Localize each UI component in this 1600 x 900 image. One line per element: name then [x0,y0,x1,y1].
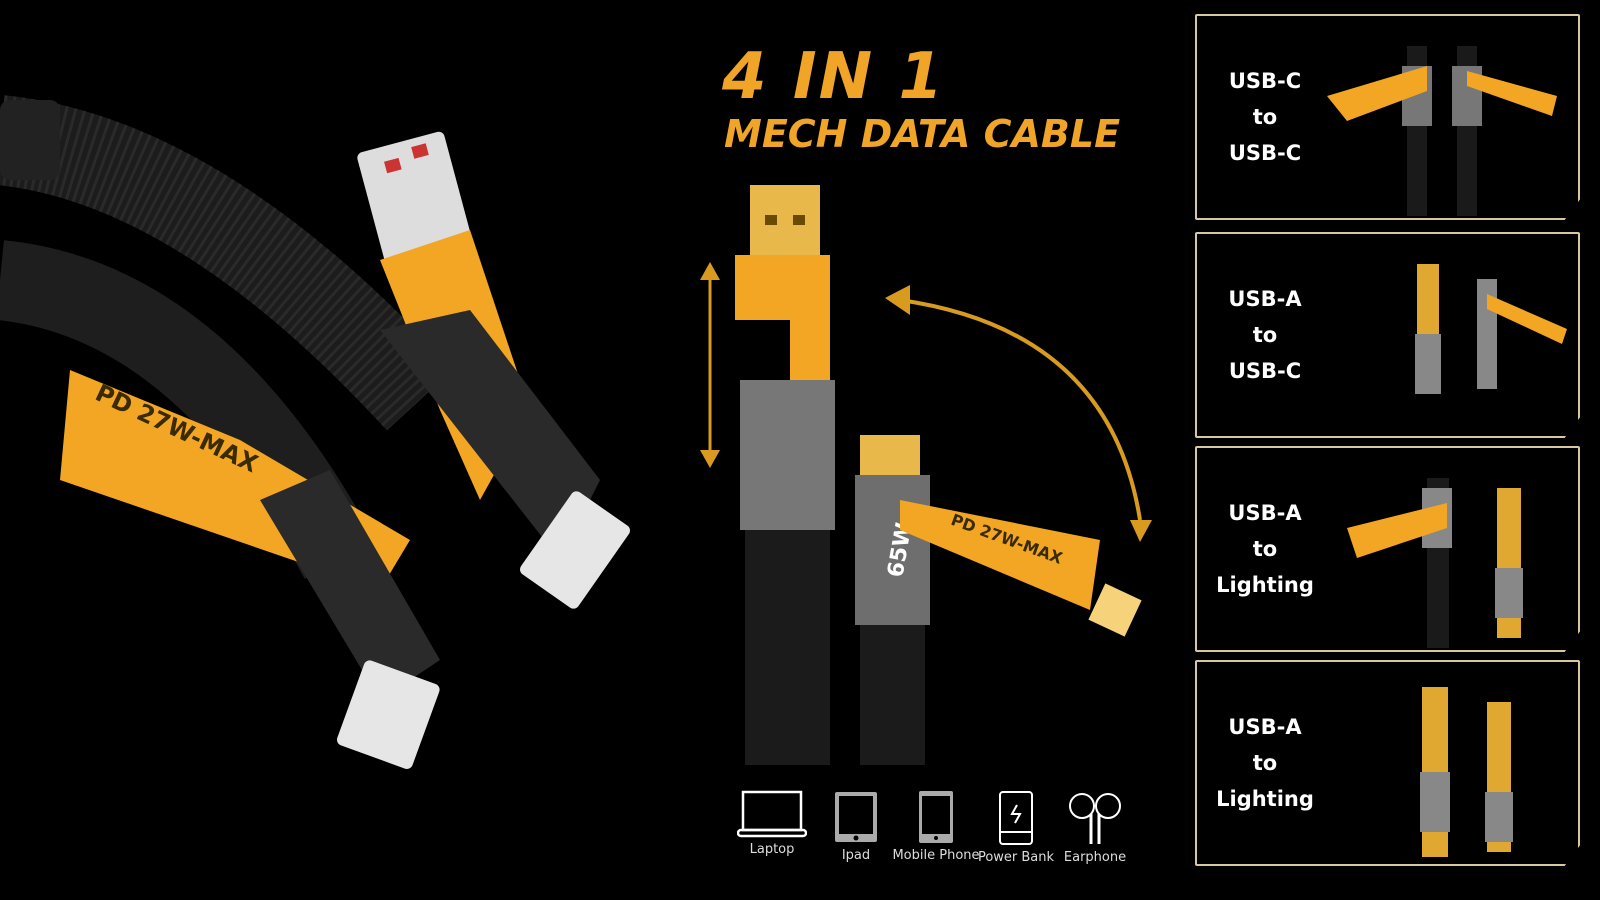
device-power-bank: Power Bank [966,790,1066,865]
tablet-icon [835,792,877,842]
headline: 4 IN 1 [722,40,945,114]
phone-icon [919,791,953,843]
earphone-icon [1069,793,1121,844]
device-label: Laptop [749,842,795,857]
vertical-arrow-icon [700,262,720,468]
device-tablet: Ipad [806,790,906,863]
power-bank-icon [999,791,1033,845]
device-laptop: Laptop [722,790,822,857]
device-label: Ipad [841,848,871,863]
device-label: Mobile Phone [892,848,980,863]
laptop-icon [737,790,807,838]
device-phone: Mobile Phone [886,790,986,863]
cable-product-photo: PD 27W-MAX [0,95,630,769]
curved-arrow-icon [885,285,1152,542]
subheadline: MECH DATA CABLE [724,112,1121,156]
center-cable-illustration: 65W PD 27W-MAX [700,185,1152,765]
device-label: Earphone [1063,850,1127,865]
device-label: Power Bank [977,850,1055,865]
device-earphone: Earphone [1045,790,1145,865]
